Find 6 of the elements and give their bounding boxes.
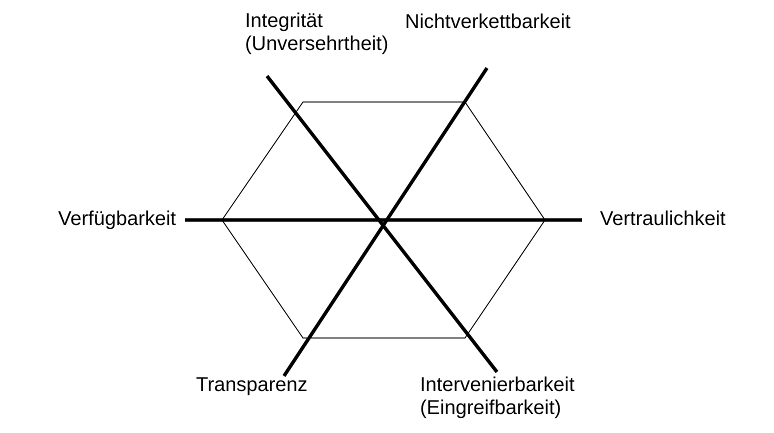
axis-label: Vertraulichkeit <box>600 208 727 231</box>
axis-label: Intervenierbarkeit (Eingreifbarkeit) <box>420 374 576 420</box>
axis-label: Integrität (Unversehrtheit) <box>245 10 385 56</box>
axis-label: Verfügbarkeit <box>57 208 176 231</box>
axis-label: Transparenz <box>196 374 309 397</box>
axis-label: Nichtverkettbarkeit <box>405 11 572 34</box>
